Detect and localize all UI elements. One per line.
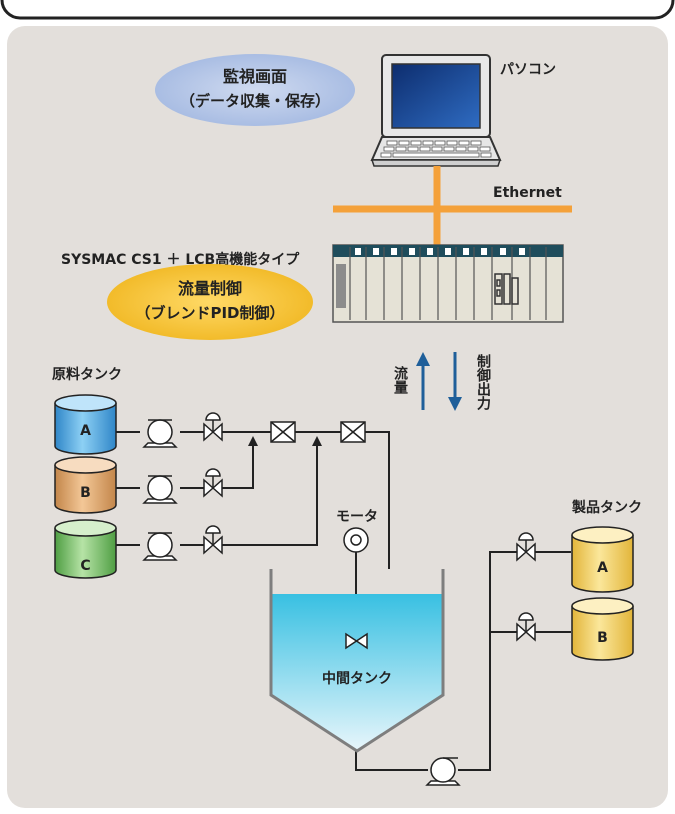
agitator-icon bbox=[345, 632, 368, 650]
pc-label: パソコン bbox=[500, 62, 556, 78]
laptop-icon bbox=[370, 54, 502, 167]
ethernet-network bbox=[333, 166, 572, 245]
control-valve-icon bbox=[203, 412, 223, 442]
control-valve-icon bbox=[203, 525, 223, 555]
control-label-line2: （ブレンドPID制御） bbox=[135, 304, 284, 322]
control-ellipse: 流量制御 （ブレンドPID制御） bbox=[107, 264, 313, 340]
raw-tank-a: A bbox=[54, 394, 117, 455]
product-tank-a-label: A bbox=[597, 560, 608, 576]
plc-rack bbox=[332, 244, 564, 323]
raw-tank-b: B bbox=[54, 456, 117, 514]
monitor-ellipse: 監視画面 （データ収集・保存） bbox=[155, 54, 355, 126]
merge-arrowheads bbox=[248, 436, 322, 446]
pump-icon bbox=[142, 419, 178, 448]
controller-label: SYSMAC CS1 ＋ LCB高機能タイプ bbox=[61, 251, 300, 268]
control-label-line1: 流量制御 bbox=[178, 279, 242, 298]
product-tank-b-label: B bbox=[597, 630, 608, 646]
intermediate-tank: 中間タンク bbox=[269, 569, 445, 753]
motor-label: モータ bbox=[336, 509, 378, 525]
diagram-background bbox=[7, 26, 668, 808]
intermediate-tank-label: 中間タンク bbox=[322, 670, 392, 687]
product-tanks-title: 製品タンク bbox=[571, 499, 642, 516]
flow-signal-label: 流量 bbox=[392, 365, 408, 395]
motor-icon bbox=[343, 527, 369, 553]
control-valve-icon bbox=[516, 612, 536, 642]
flow-meter-icon bbox=[340, 421, 366, 443]
ethernet-label: Ethernet bbox=[493, 185, 562, 201]
monitor-label-line1: 監視画面 bbox=[223, 67, 287, 86]
pump-icon bbox=[142, 475, 178, 504]
product-tank-a: A bbox=[571, 526, 634, 593]
top-border-panel bbox=[0, 0, 675, 20]
output-signal-arrow bbox=[448, 352, 462, 411]
raw-tank-b-label: B bbox=[80, 485, 91, 501]
output-signal-label: 制御出力 bbox=[475, 353, 492, 411]
raw-tank-c: C bbox=[54, 519, 117, 579]
pump-icon bbox=[142, 532, 178, 561]
raw-tank-c-label: C bbox=[80, 558, 90, 574]
raw-tank-a-label: A bbox=[80, 423, 91, 439]
flow-signal-arrow bbox=[416, 352, 430, 410]
pump-icon bbox=[425, 757, 461, 786]
product-tank-b: B bbox=[571, 597, 634, 661]
control-valve-icon bbox=[516, 532, 536, 562]
control-valve-icon bbox=[203, 468, 223, 498]
raw-tanks-title: 原料タンク bbox=[52, 366, 122, 383]
monitor-label-line2: （データ収集・保存） bbox=[180, 92, 330, 110]
flow-meter-icon bbox=[270, 421, 296, 443]
